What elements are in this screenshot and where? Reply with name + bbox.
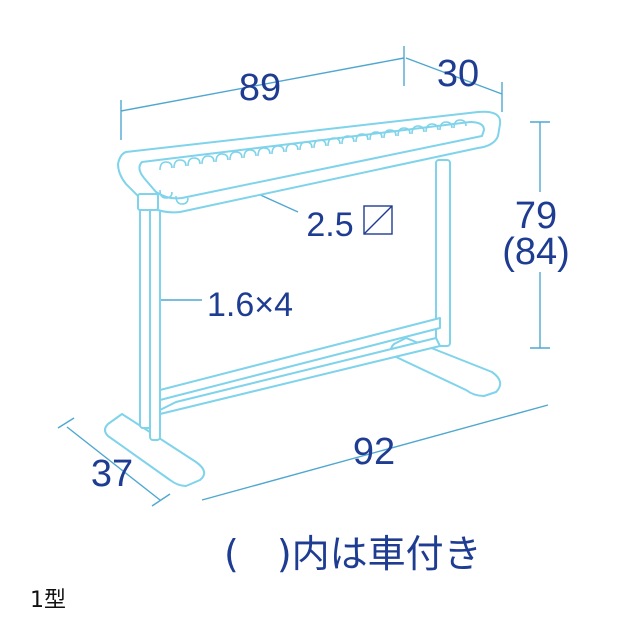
rack-frame: [104, 110, 502, 487]
dimension-lines: [57, 46, 550, 507]
base-depth-dimension: 37: [91, 453, 133, 495]
width-dimension: 89: [239, 67, 281, 109]
height-with-casters-dimension: (84): [502, 231, 570, 273]
height-dimension: 79: [515, 195, 557, 237]
model-label: 1型: [30, 588, 66, 613]
base-length-dimension: 92: [353, 431, 395, 473]
depth-dimension: 30: [437, 53, 479, 95]
hanger-hooks: [159, 119, 467, 205]
top-rail-size: 2.5: [306, 206, 353, 244]
caster-note: ( )内は車付き: [224, 532, 482, 576]
frame-pipe-size: 1.6×4: [207, 286, 293, 324]
square-section-icon: [363, 205, 393, 235]
